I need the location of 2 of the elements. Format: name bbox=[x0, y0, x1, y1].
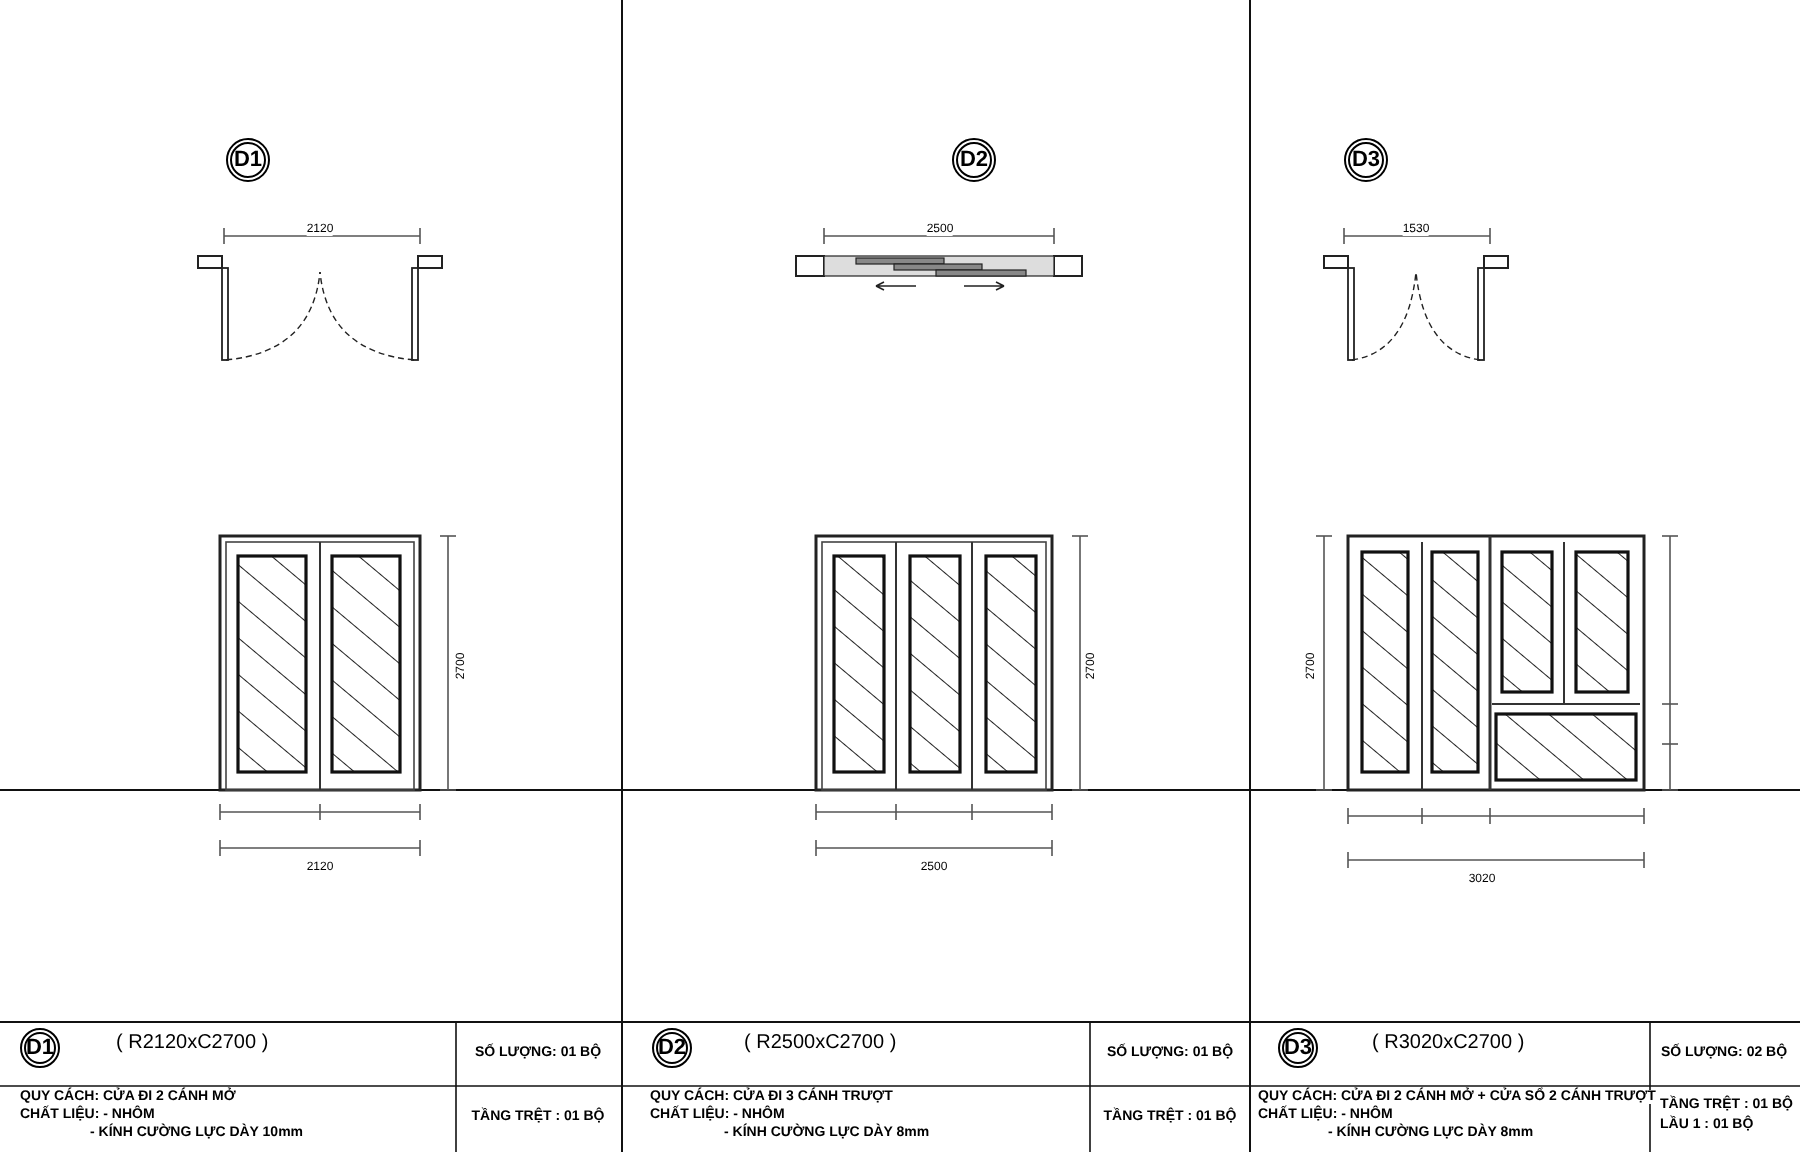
door-size-title: ( R2500xC2700 ) bbox=[744, 1034, 897, 1054]
door-size-title: ( R3020xC2700 ) bbox=[1372, 1034, 1525, 1054]
